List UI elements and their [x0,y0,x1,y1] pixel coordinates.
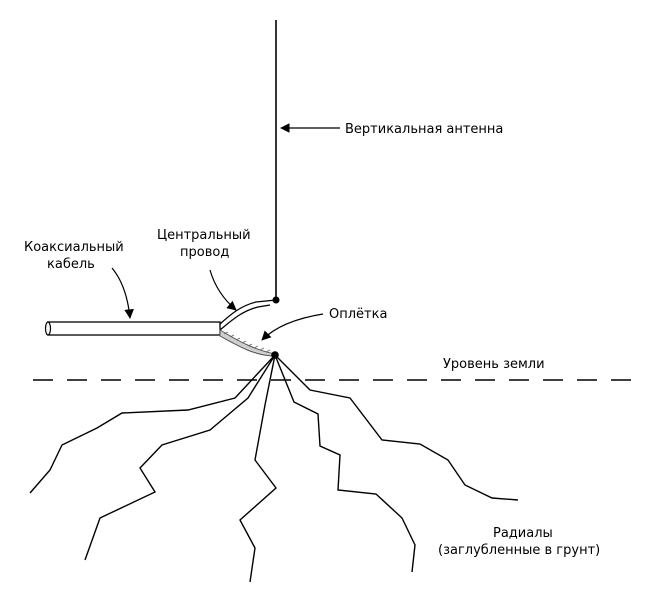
braid-arrow [261,313,324,341]
coax-label-line2: кабель [47,257,95,272]
braid-label: Оплётка [329,307,387,322]
vertical-antenna-label: Вертикальная антенна [345,122,503,137]
coax-arrow [111,267,134,319]
center-wire-label-line2: провод [180,245,229,260]
radial-1 [29,354,276,494]
radials-label-line2: (заглубленные в грунт) [438,543,600,558]
radial-3 [239,354,277,583]
radial-4 [274,354,416,573]
braid-shield [219,329,276,357]
radial-2 [84,354,276,561]
braid-texture [223,331,271,353]
coax-label-line1: Коаксиальный [24,240,124,255]
radials-label-line1: Радиалы [493,526,553,541]
ground-level-label: Уровень земли [443,357,545,372]
radial-5 [274,354,519,501]
radials [29,354,519,583]
center-conductor-insulation [219,304,271,331]
coax-cable-end [44,321,52,336]
center-conductor [219,299,277,325]
center-wire-arrow [209,269,237,311]
coax-cable [47,321,221,336]
center-wire-label-line1: Центральный [157,228,251,243]
